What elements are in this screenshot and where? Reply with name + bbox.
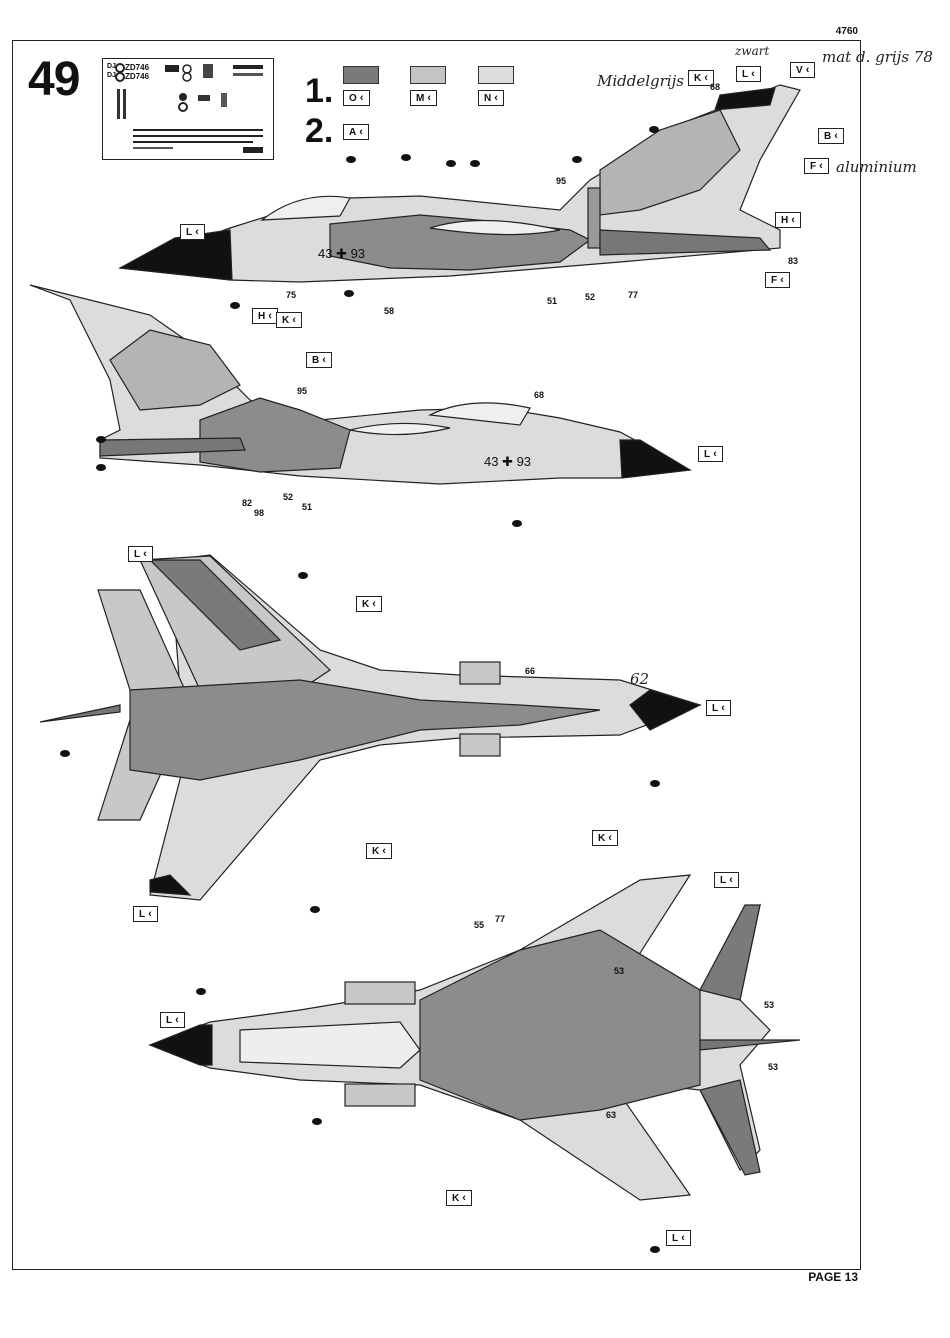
v2-label-B: B xyxy=(306,352,332,368)
v3-label-L-nose: L xyxy=(706,700,731,716)
v1-part-95: 95 xyxy=(556,176,566,186)
decal-marker xyxy=(346,156,356,163)
v4-label-L-nose: L xyxy=(160,1012,185,1028)
decal-marker xyxy=(344,290,354,297)
decal-marker xyxy=(60,750,70,757)
v4-part-77: 77 xyxy=(495,914,505,924)
v2-part-98: 98 xyxy=(254,508,264,518)
v1-label-H-lower: H xyxy=(252,308,278,324)
v4-label-K-lower: K xyxy=(446,1190,472,1206)
v1-part-68: 68 xyxy=(710,82,720,92)
decal-marker xyxy=(470,160,480,167)
v4-label-K-upper: K xyxy=(592,830,618,846)
decal-marker xyxy=(512,520,522,527)
v2-part-51: 51 xyxy=(302,502,312,512)
v1-part-58: 58 xyxy=(384,306,394,316)
v1-part-51: 51 xyxy=(547,296,557,306)
v1-part-52: 52 xyxy=(585,292,595,302)
decal-marker xyxy=(401,154,411,161)
v3-label-L-lower: L xyxy=(133,906,158,922)
v4-label-L-wing: L xyxy=(714,872,739,888)
v1-part-75: 75 xyxy=(286,290,296,300)
decal-marker xyxy=(96,464,106,471)
decal-marker xyxy=(572,156,582,163)
decal-marker xyxy=(650,780,660,787)
decal-marker xyxy=(96,436,106,443)
v2-fuselage-code: 43 ✚ 93 xyxy=(484,454,531,470)
v1-label-F-upper: F xyxy=(804,158,829,174)
left-side-view xyxy=(30,285,690,484)
v1-part-83: 83 xyxy=(788,256,798,266)
v1-label-H: H xyxy=(775,212,801,228)
v2-part-52: 52 xyxy=(283,492,293,502)
v1-label-V: V xyxy=(790,62,815,78)
v1-label-K-lower: K xyxy=(276,312,302,328)
v1-label-L-top: L xyxy=(736,66,761,82)
v2-part-68: 68 xyxy=(534,390,544,400)
v4-part-55: 55 xyxy=(474,920,484,930)
decal-marker xyxy=(230,302,240,309)
v1-part-77: 77 xyxy=(628,290,638,300)
v1-label-L: L xyxy=(180,224,205,240)
v3-label-K-upper: K xyxy=(356,596,382,612)
v2-label-L: L xyxy=(698,446,723,462)
v3-label-L-upper: L xyxy=(128,546,153,562)
v1-label-B: B xyxy=(818,128,844,144)
v3-part-66: 66 xyxy=(525,666,535,676)
decal-marker xyxy=(650,1246,660,1253)
v4-part-63: 63 xyxy=(606,1110,616,1120)
decal-marker xyxy=(310,906,320,913)
v4-part-53-a: 53 xyxy=(614,966,624,976)
v4-part-53-b: 53 xyxy=(764,1000,774,1010)
decal-marker xyxy=(196,988,206,995)
decal-marker xyxy=(312,1118,322,1125)
v4-part-53-c: 53 xyxy=(768,1062,778,1072)
right-side-view xyxy=(120,85,800,282)
v1-label-F-lower: F xyxy=(765,272,790,288)
decal-marker xyxy=(649,126,659,133)
v1-fuselage-code: 43 ✚ 93 xyxy=(318,246,365,262)
v4-label-L-lower: L xyxy=(666,1230,691,1246)
v2-part-95: 95 xyxy=(297,386,307,396)
v3-label-K-lower: K xyxy=(366,843,392,859)
v2-part-82: 82 xyxy=(242,498,252,508)
decal-marker xyxy=(298,572,308,579)
decal-marker xyxy=(446,160,456,167)
